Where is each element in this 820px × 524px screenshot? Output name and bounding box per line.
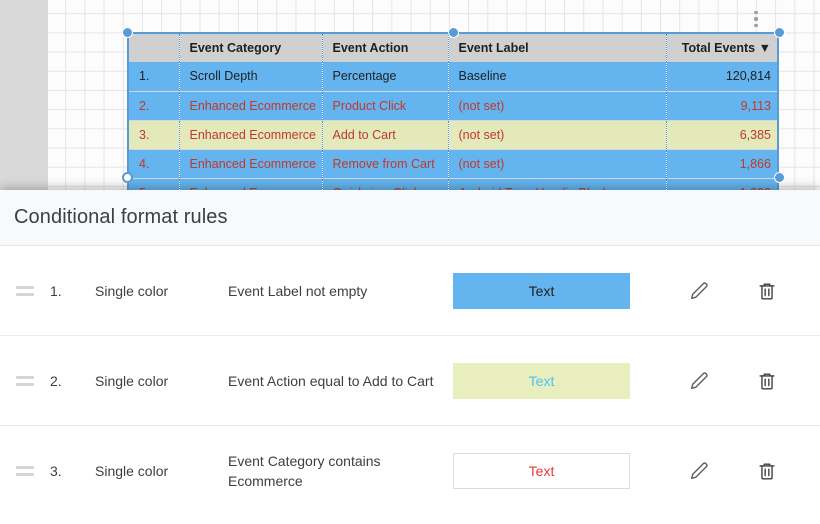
cell-total-events: 1,220 (666, 178, 777, 191)
table-row[interactable]: 2. Enhanced Ecommerce Product Click (not… (129, 91, 777, 120)
sort-desc-icon[interactable]: ▼ (758, 41, 771, 55)
rule-row[interactable]: 3. Single color Event Category contains … (0, 426, 820, 516)
rule-actions (630, 458, 802, 484)
rule-condition: Event Action equal to Add to Cart (228, 372, 434, 389)
pencil-icon[interactable] (686, 458, 712, 484)
cell-index: 2. (129, 91, 180, 120)
rule-condition: Event Label not empty (228, 282, 368, 299)
cell-event-action: Product Click (322, 91, 449, 120)
cell-event-action: Add to Cart (322, 120, 449, 149)
rule-preview: Text (453, 362, 630, 399)
cell-event-label: Android Tape Hoodie Black (448, 178, 667, 190)
rule-type: Single color (95, 372, 169, 389)
resize-handle-bottom-right[interactable] (774, 172, 785, 183)
column-header-index[interactable] (129, 34, 180, 62)
dialog-header: Conditional format rules (0, 190, 820, 246)
cell-event-category: Enhanced Ecommerce (179, 149, 323, 178)
rule-index: 2. (50, 372, 62, 389)
table-row[interactable]: 1. Scroll Depth Percentage Baseline 120,… (129, 62, 777, 91)
cell-index: 3. (129, 120, 180, 149)
drag-handle-icon[interactable] (0, 285, 50, 296)
rule-preview: Text (453, 453, 630, 489)
rule-actions (630, 368, 802, 394)
table-header-row: Event Category Event Action Event Label … (129, 34, 777, 62)
rule-preview-swatch: Text (453, 272, 630, 309)
cell-index: 5. (129, 178, 180, 190)
cell-event-category: Enhanced Ecommerce (179, 91, 323, 120)
rule-index: 3. (50, 463, 62, 479)
column-header-total-events[interactable]: Total Events ▼ (666, 34, 777, 62)
cell-total-events: 9,113 (740, 98, 771, 113)
resize-handle-top-right[interactable] (774, 27, 785, 38)
rule-type: Single color (95, 463, 169, 479)
rule-preview-swatch: Text (453, 453, 630, 489)
conditional-format-rules-dialog: Conditional format rules 1. Single color… (0, 190, 820, 524)
table-row[interactable]: 4. Enhanced Ecommerce Remove from Cart (… (129, 149, 777, 178)
cell-event-action: Quickview Click (322, 178, 449, 190)
cell-event-action: Percentage (322, 62, 449, 91)
drag-handle-icon[interactable] (0, 466, 50, 476)
trash-icon[interactable] (754, 458, 780, 484)
cell-index: 4. (129, 149, 180, 178)
cell-total-events: 120,814 (725, 69, 771, 84)
column-header-event-label[interactable]: Event Label (448, 34, 667, 62)
cell-event-category: Enhanced Ecommerce (179, 178, 323, 190)
rule-index: 1. (50, 282, 62, 299)
cell-event-label: (not set) (448, 91, 667, 120)
trash-icon[interactable] (754, 368, 780, 394)
cell-event-label: (not set) (448, 149, 667, 178)
more-vert-icon[interactable] (749, 6, 763, 32)
resize-handle-top-left[interactable] (122, 27, 133, 38)
rule-type: Single color (95, 282, 169, 299)
column-header-event-category[interactable]: Event Category (179, 34, 323, 62)
table-widget[interactable]: Event Category Event Action Event Label … (127, 32, 779, 192)
cell-total-events: 6,385 (739, 127, 771, 142)
trash-icon[interactable] (754, 278, 780, 304)
column-header-total-events-label: Total Events (681, 41, 756, 55)
table-header: Event Category Event Action Event Label … (129, 34, 777, 62)
rule-row[interactable]: 1. Single color Event Label not empty Te… (0, 246, 820, 336)
cell-event-label: Baseline (448, 62, 667, 91)
left-rail (0, 0, 48, 192)
rules-list: 1. Single color Event Label not empty Te… (0, 246, 820, 516)
pencil-icon[interactable] (686, 368, 712, 394)
rule-row[interactable]: 2. Single color Event Action equal to Ad… (0, 336, 820, 426)
cell-total-events: 1,866 (739, 156, 771, 171)
events-table: Event Category Event Action Event Label … (129, 34, 777, 191)
table-row[interactable]: 3. Enhanced Ecommerce Add to Cart (not s… (129, 120, 777, 149)
cell-event-category: Enhanced Ecommerce (179, 120, 323, 149)
drag-handle-icon[interactable] (0, 375, 50, 386)
cell-index: 1. (129, 62, 180, 91)
table-row[interactable]: 5. Enhanced Ecommerce Quickview Click An… (129, 178, 777, 191)
rule-actions (630, 278, 802, 304)
rule-condition: Event Category contains Ecommerce (228, 453, 381, 489)
resize-handle-bottom-left[interactable] (122, 172, 133, 183)
rule-preview: Text (453, 272, 630, 309)
cell-event-action: Remove from Cart (322, 149, 449, 178)
dialog-title: Conditional format rules (14, 206, 228, 228)
cell-event-category: Scroll Depth (179, 62, 323, 91)
column-header-event-action[interactable]: Event Action (322, 34, 449, 62)
rule-preview-swatch: Text (453, 362, 630, 399)
pencil-icon[interactable] (686, 278, 712, 304)
report-canvas: Event Category Event Action Event Label … (0, 0, 820, 192)
resize-handle-top-center[interactable] (448, 27, 459, 38)
cell-event-label: (not set) (448, 120, 667, 149)
table-body: 1. Scroll Depth Percentage Baseline 120,… (129, 62, 777, 191)
